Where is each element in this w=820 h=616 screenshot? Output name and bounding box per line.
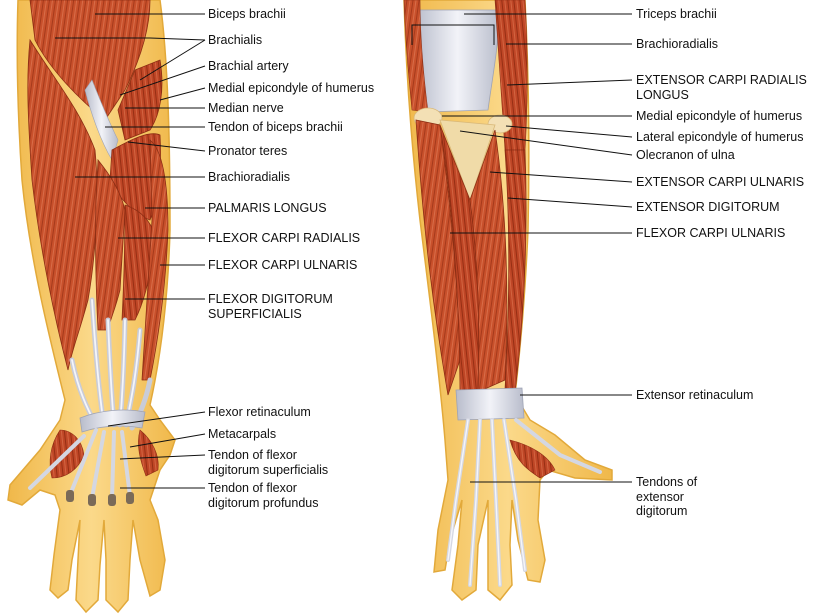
flexor-carpi-ulnaris-muscle bbox=[141, 139, 169, 381]
label-tendon-of-flexor-digitorum-profundus: Tendon of flexor digitorum profundus bbox=[208, 481, 319, 510]
label-flexor-digitorum-superficialis: FLEXOR DIGITORUM SUPERFICIALIS bbox=[208, 292, 333, 321]
label-extensor-carpi-radialis-longus: EXTENSOR CARPI RADIALIS LONGUS bbox=[636, 73, 807, 102]
label-flexor-carpi-ulnaris-anterior: FLEXOR CARPI ULNARIS bbox=[208, 258, 358, 272]
label-triceps-brachii: Triceps brachii bbox=[636, 7, 717, 21]
anterior-view-art bbox=[7, 0, 176, 614]
leader-lines bbox=[55, 13, 633, 489]
label-extensor-digitorum: EXTENSOR DIGITORUM bbox=[636, 200, 780, 214]
label-medial-epicondyle-anterior: Medial epicondyle of humerus bbox=[208, 81, 375, 95]
label-extensor-carpi-ulnaris: EXTENSOR CARPI ULNARIS bbox=[636, 175, 805, 189]
label-brachial-artery: Brachial artery bbox=[208, 59, 289, 73]
label-tendons-of-extensor-digitorum: Tendons of extensor digitorum bbox=[636, 475, 698, 518]
extensor-tendon-highlights bbox=[447, 419, 526, 586]
label-metacarpals: Metacarpals bbox=[208, 427, 277, 441]
brachioradialis-muscle bbox=[27, 38, 98, 371]
label-flexor-carpi-radialis: FLEXOR CARPI RADIALIS bbox=[208, 231, 361, 245]
label-brachioradialis-anterior: Brachioradialis bbox=[208, 170, 290, 184]
extensor-digitorum-muscle bbox=[469, 129, 508, 393]
label-flexor-retinaculum: Flexor retinaculum bbox=[208, 405, 311, 419]
label-median-nerve: Median nerve bbox=[208, 101, 284, 115]
dorsal-interossei bbox=[509, 439, 556, 479]
palm-tendon-ends bbox=[66, 490, 134, 506]
flexor-carpi-ulnaris-post-muscle bbox=[415, 119, 461, 396]
olecranon bbox=[439, 119, 496, 202]
label-palmaris-longus: PALMARIS LONGUS bbox=[208, 201, 327, 215]
label-tendon-of-flexor-digitorum-superficialis: Tendon of flexor digitorum superficialis bbox=[208, 448, 329, 477]
label-brachialis: Brachialis bbox=[208, 33, 263, 47]
label-brachioradialis-posterior: Brachioradialis bbox=[636, 37, 718, 51]
posterior-view-art bbox=[403, 0, 613, 602]
label-extensor-retinaculum: Extensor retinaculum bbox=[636, 388, 754, 402]
hypothenar-muscle bbox=[138, 429, 159, 477]
label-biceps-brachii: Biceps brachii bbox=[208, 7, 286, 21]
extensor-retinaculum-band bbox=[455, 387, 525, 421]
label-olecranon-of-ulna: Olecranon of ulna bbox=[636, 148, 735, 162]
label-pronator-teres: Pronator teres bbox=[208, 144, 288, 158]
label-flexor-carpi-ulnaris-posterior: FLEXOR CARPI ULNARIS bbox=[636, 226, 786, 240]
label-tendon-of-biceps-brachii: Tendon of biceps brachii bbox=[208, 120, 343, 134]
label-medial-epicondyle-posterior: Medial epicondyle of humerus bbox=[636, 109, 803, 123]
palm-tendons bbox=[28, 428, 132, 500]
label-lateral-epicondyle-of-humerus: Lateral epicondyle of humerus bbox=[636, 130, 804, 144]
